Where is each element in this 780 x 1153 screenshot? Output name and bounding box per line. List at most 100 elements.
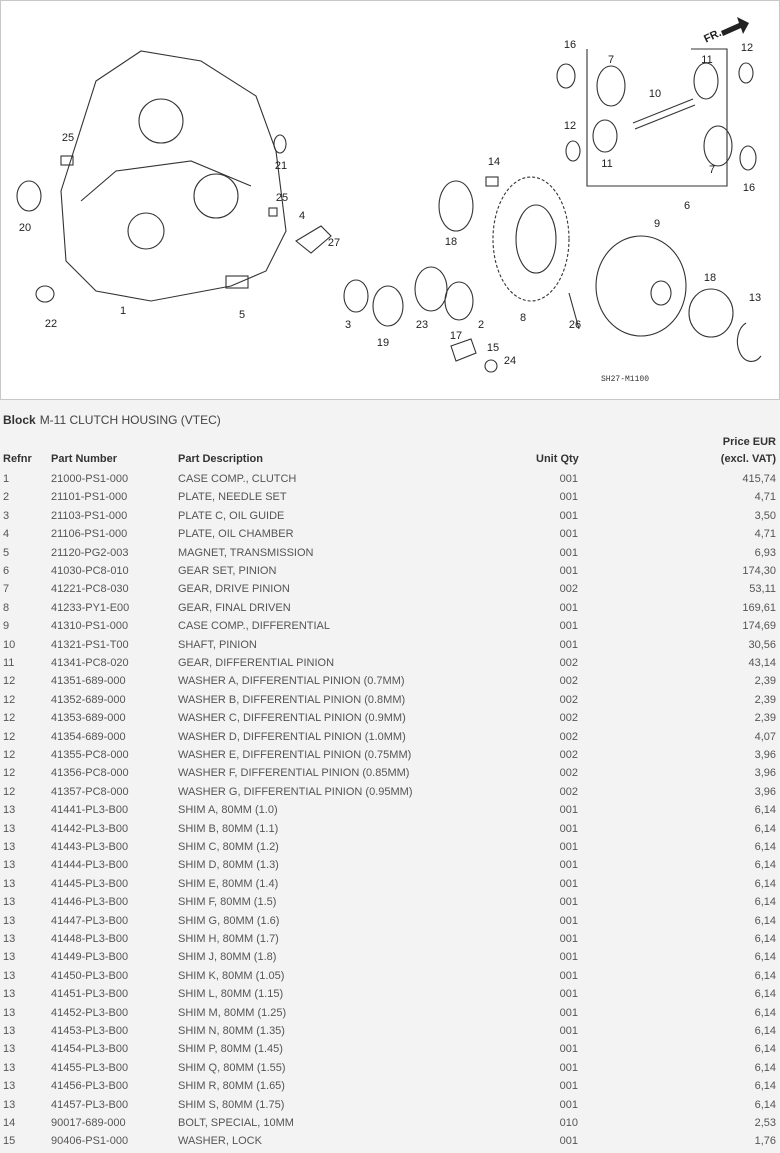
unit-qty-cell: 002 <box>559 785 578 798</box>
unit-qty-cell: 001 <box>559 1006 578 1019</box>
description-cell: WASHER A, DIFFERENTIAL PINION (0.7MM) <box>178 675 405 688</box>
part-number-cell: 21000-PS1-000 <box>51 473 129 485</box>
callout-label: 5 <box>239 309 245 321</box>
description-cell: SHIM S, 80MM (1.75) <box>178 1098 285 1111</box>
description-cell: GEAR, DRIVE PINION <box>178 583 290 596</box>
part-number-cell: 41448-PL3-B00 <box>51 933 129 945</box>
part-number-cell: 41356-PC8-000 <box>51 767 129 780</box>
header-description: Part Description <box>178 453 263 465</box>
unit-qty-cell: 002 <box>559 767 578 780</box>
description-cell: PLATE C, OIL GUIDE <box>178 509 285 522</box>
price-cell: 3,50 <box>754 509 776 522</box>
price-cell: 6,14 <box>754 951 776 964</box>
refnr-cell: 13 <box>3 1006 16 1019</box>
price-cell: 6,14 <box>754 914 776 927</box>
part-number-cell: 41357-PC8-000 <box>51 785 129 798</box>
description-cell: GEAR, DIFFERENTIAL PINION <box>178 657 335 669</box>
refnr-cell: 13 <box>3 933 16 945</box>
unit-qty-cell: 001 <box>559 1080 578 1093</box>
part-number-cell: 90017-689-000 <box>51 1117 126 1129</box>
unit-qty-cell: 001 <box>559 509 578 522</box>
unit-qty-cell: 001 <box>559 491 578 504</box>
refnr-cell: 1 <box>3 473 10 485</box>
price-cell: 4,07 <box>754 730 776 743</box>
description-cell: SHIM H, 80MM (1.7) <box>178 933 279 945</box>
part-number-cell: 41454-PL3-B00 <box>51 1043 129 1056</box>
part-number-cell: 41352-689-000 <box>51 693 126 706</box>
unit-qty-cell: 001 <box>559 822 578 835</box>
refnr-cell: 8 <box>3 601 10 614</box>
refnr-cell: 13 <box>3 841 16 853</box>
description-cell: SHIM J, 80MM (1.8) <box>178 951 277 964</box>
description-cell: SHIM L, 80MM (1.15) <box>178 988 284 1001</box>
refnr-cell: 13 <box>3 951 16 964</box>
callout-label: 7 <box>709 164 715 176</box>
block-name: M-11 CLUTCH HOUSING (VTEC) <box>39 413 221 427</box>
callout-label: 13 <box>749 292 761 304</box>
description-cell: SHIM F, 80MM (1.5) <box>178 896 277 909</box>
price-cell: 6,14 <box>754 969 776 982</box>
description-cell: SHAFT, PINION <box>178 638 257 651</box>
part-number-cell: 21120-PG2-003 <box>51 546 129 559</box>
refnr-cell: 4 <box>3 528 10 541</box>
unit-qty-cell: 001 <box>559 601 578 614</box>
price-cell: 6,14 <box>754 877 776 890</box>
part-number-cell: 41452-PL3-B00 <box>51 1006 129 1019</box>
refnr-cell: 10 <box>3 638 16 651</box>
part-number-cell: 41457-PL3-B00 <box>51 1098 129 1111</box>
part-number-cell: 41355-PC8-000 <box>51 749 129 761</box>
callout-label: 16 <box>743 182 755 194</box>
unit-qty-cell: 001 <box>559 877 578 890</box>
callout-label: 21 <box>275 160 287 172</box>
refnr-cell: 14 <box>3 1117 16 1129</box>
callout-label: 24 <box>504 355 516 367</box>
refnr-cell: 13 <box>3 969 16 982</box>
price-cell: 415,74 <box>742 473 776 485</box>
price-cell: 6,14 <box>754 1080 776 1093</box>
unit-qty-cell: 001 <box>559 914 578 927</box>
refnr-cell: 7 <box>3 583 10 596</box>
refnr-cell: 13 <box>3 804 16 817</box>
small-parts-drawing <box>16 134 580 373</box>
header-unit-qty: Unit Qty <box>536 453 579 465</box>
refnr-cell: 13 <box>3 914 16 927</box>
callout-label: 12 <box>564 120 576 132</box>
callout-label: 7 <box>608 54 614 66</box>
final-driven-gear-drawing <box>492 176 570 302</box>
clutch-housing-drawing <box>60 50 287 302</box>
price-cell: 6,14 <box>754 1098 776 1111</box>
description-cell: GEAR SET, PINION <box>178 565 277 577</box>
part-number-cell: 41233-PY1-E00 <box>51 601 130 614</box>
callout-label: 12 <box>741 42 753 54</box>
callout-label: 17 <box>450 330 462 342</box>
refnr-cell: 12 <box>3 767 16 780</box>
refnr-cell: 9 <box>3 620 10 633</box>
callout-label: 19 <box>377 337 389 349</box>
unit-qty-cell: 001 <box>559 933 578 945</box>
part-number-cell: 41030-PC8-010 <box>51 565 129 577</box>
price-cell: 4,71 <box>754 528 776 541</box>
unit-qty-cell: 001 <box>559 565 578 577</box>
part-number-cell: 41310-PS1-000 <box>51 620 129 633</box>
part-number-cell: 41447-PL3-B00 <box>51 914 129 927</box>
part-number-cell: 41442-PL3-B00 <box>51 822 129 835</box>
callout-label: FR. <box>702 27 723 45</box>
refnr-cell: 13 <box>3 1043 16 1056</box>
callout-label: 20 <box>19 222 31 234</box>
